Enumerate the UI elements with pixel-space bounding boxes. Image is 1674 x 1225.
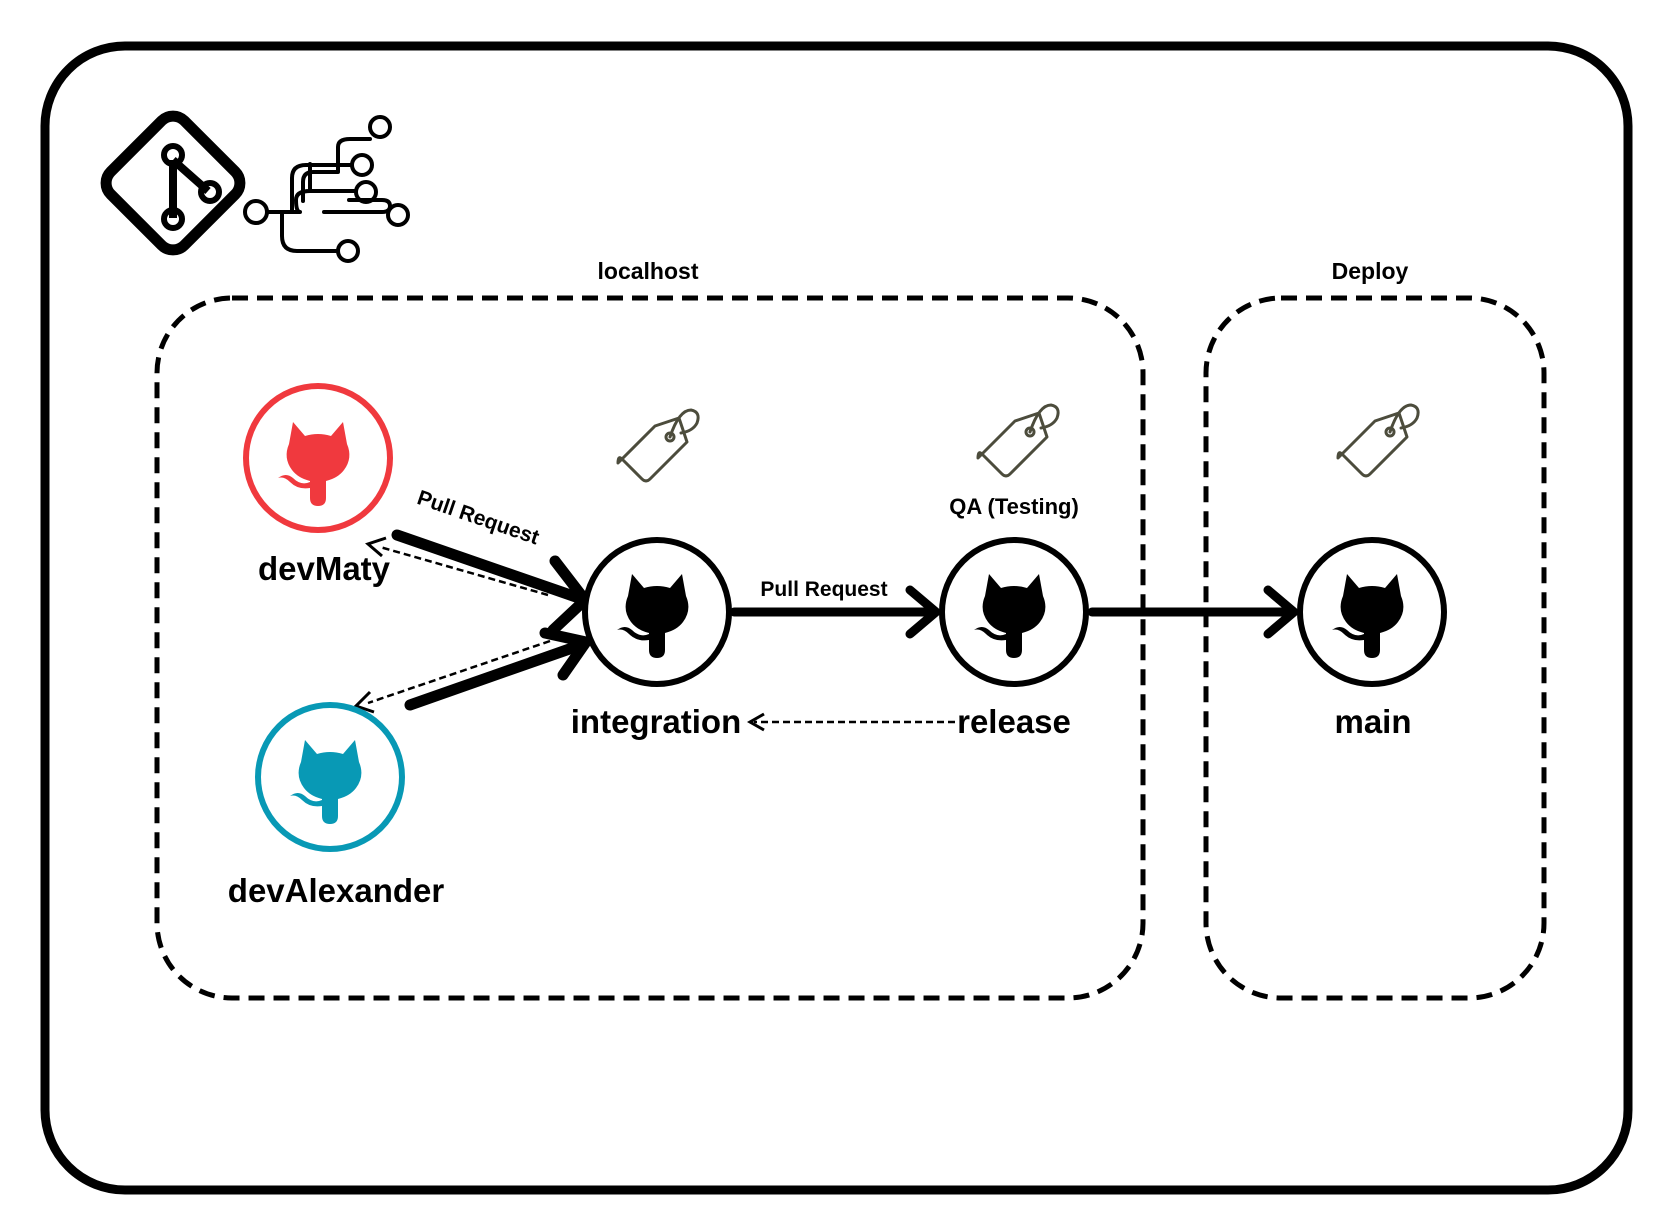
edge-integration-to-release: [729, 585, 941, 639]
release-tag-icon: [976, 403, 1060, 478]
localhost-region: [154, 295, 1146, 1001]
edge-release-to-main: [1087, 585, 1299, 639]
node-main: [1297, 537, 1447, 687]
git-branch-network-icon: [243, 115, 410, 263]
region-label-deploy: Deploy: [1331, 258, 1409, 284]
node-dev-alexander: [255, 702, 405, 852]
edge-label-pull-request-maty: Pull Request: [414, 486, 542, 549]
deploy-region: [1203, 295, 1547, 1001]
node-release: [939, 537, 1089, 687]
edge-integration-to-maty-return: [365, 536, 549, 597]
edge-maty-to-integration: [391, 529, 591, 636]
edge-label-pull-request-release: Pull Request: [760, 578, 888, 601]
edge-alexander-to-integration: [404, 627, 592, 711]
release-annotation: QA (Testing): [949, 494, 1079, 519]
node-integration: [582, 537, 732, 687]
node-label-dev-maty: devMaty: [257, 550, 391, 587]
outer-frame: [40, 41, 1633, 1195]
node-dev-maty: [243, 383, 393, 533]
region-label-localhost: localhost: [597, 258, 699, 284]
node-label-release: release: [957, 703, 1071, 740]
integration-tag-icon: [616, 408, 700, 483]
edge-integration-to-alexander-return: [353, 639, 551, 714]
node-label-main: main: [1334, 703, 1412, 740]
node-label-integration: integration: [570, 703, 742, 740]
node-label-dev-alexander: devAlexander: [227, 872, 445, 909]
edge-release-to-integration-return: [746, 712, 955, 732]
git-logo-icon: [100, 110, 246, 256]
main-tag-icon: [1336, 403, 1420, 478]
